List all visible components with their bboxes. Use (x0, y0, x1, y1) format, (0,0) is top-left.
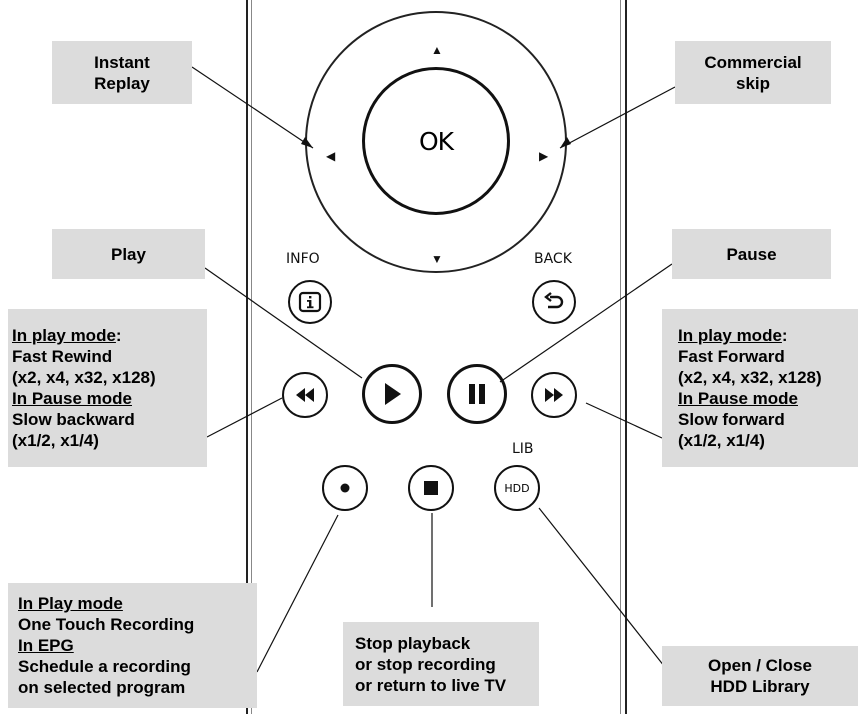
pause-button[interactable] (447, 364, 507, 424)
up-arrow-icon[interactable]: ▲ (431, 43, 443, 57)
leader-record (256, 514, 339, 673)
info-label: INFO (286, 251, 320, 267)
back-label: BACK (534, 251, 572, 267)
leader-forward (585, 402, 663, 439)
info-icon (298, 291, 322, 313)
stop-button[interactable] (408, 465, 454, 511)
leader-play (204, 267, 363, 379)
info-button[interactable] (288, 280, 332, 324)
rewind-button[interactable] (282, 372, 328, 418)
back-button[interactable] (532, 280, 576, 324)
remote-right-edge-inner (620, 0, 621, 714)
leader-pause (499, 263, 673, 383)
pause-icon (469, 384, 485, 404)
play-icon (385, 383, 401, 405)
down-arrow-icon[interactable]: ▼ (431, 252, 443, 266)
remote-left-edge (246, 0, 248, 714)
leader-instant-replay (191, 66, 314, 149)
lib-label: LIB (512, 441, 534, 457)
left-arrow-icon[interactable]: ◀ (326, 149, 336, 163)
arrowhead-left (301, 137, 313, 148)
back-icon (544, 292, 564, 309)
right-arrow-icon[interactable]: ▶ (539, 149, 549, 163)
callout-pause: Pause (672, 229, 831, 279)
stop-icon (424, 481, 438, 495)
callout-record: In Play mode One Touch Recording In EPG … (8, 583, 257, 708)
callout-rewind: In play mode: Fast Rewind (x2, x4, x32, … (8, 309, 207, 467)
fast-forward-button[interactable] (531, 372, 577, 418)
callout-commercial-skip: Commercial skip (675, 41, 831, 104)
record-button[interactable] (322, 465, 368, 511)
leader-rewind (206, 397, 283, 438)
ok-button[interactable]: OK (362, 67, 510, 215)
leader-commercial-skip (559, 86, 676, 149)
record-icon (340, 483, 350, 493)
hdd-button[interactable]: HDD (494, 465, 540, 511)
callout-stop: Stop playback or stop recording or retur… (343, 622, 539, 706)
callout-hdd-library: Open / Close HDD Library (662, 646, 858, 706)
callout-fast-forward: In play mode: Fast Forward (x2, x4, x32,… (662, 309, 858, 467)
callout-play: Play (52, 229, 205, 279)
remote-right-edge (625, 0, 627, 714)
fast-forward-icon (545, 388, 563, 402)
arrowhead-right (560, 137, 571, 148)
callout-instant-replay: Instant Replay (52, 41, 192, 104)
rewind-icon (296, 388, 314, 402)
remote-left-edge-inner (251, 0, 252, 714)
play-button[interactable] (362, 364, 422, 424)
leader-hdd (538, 507, 673, 677)
